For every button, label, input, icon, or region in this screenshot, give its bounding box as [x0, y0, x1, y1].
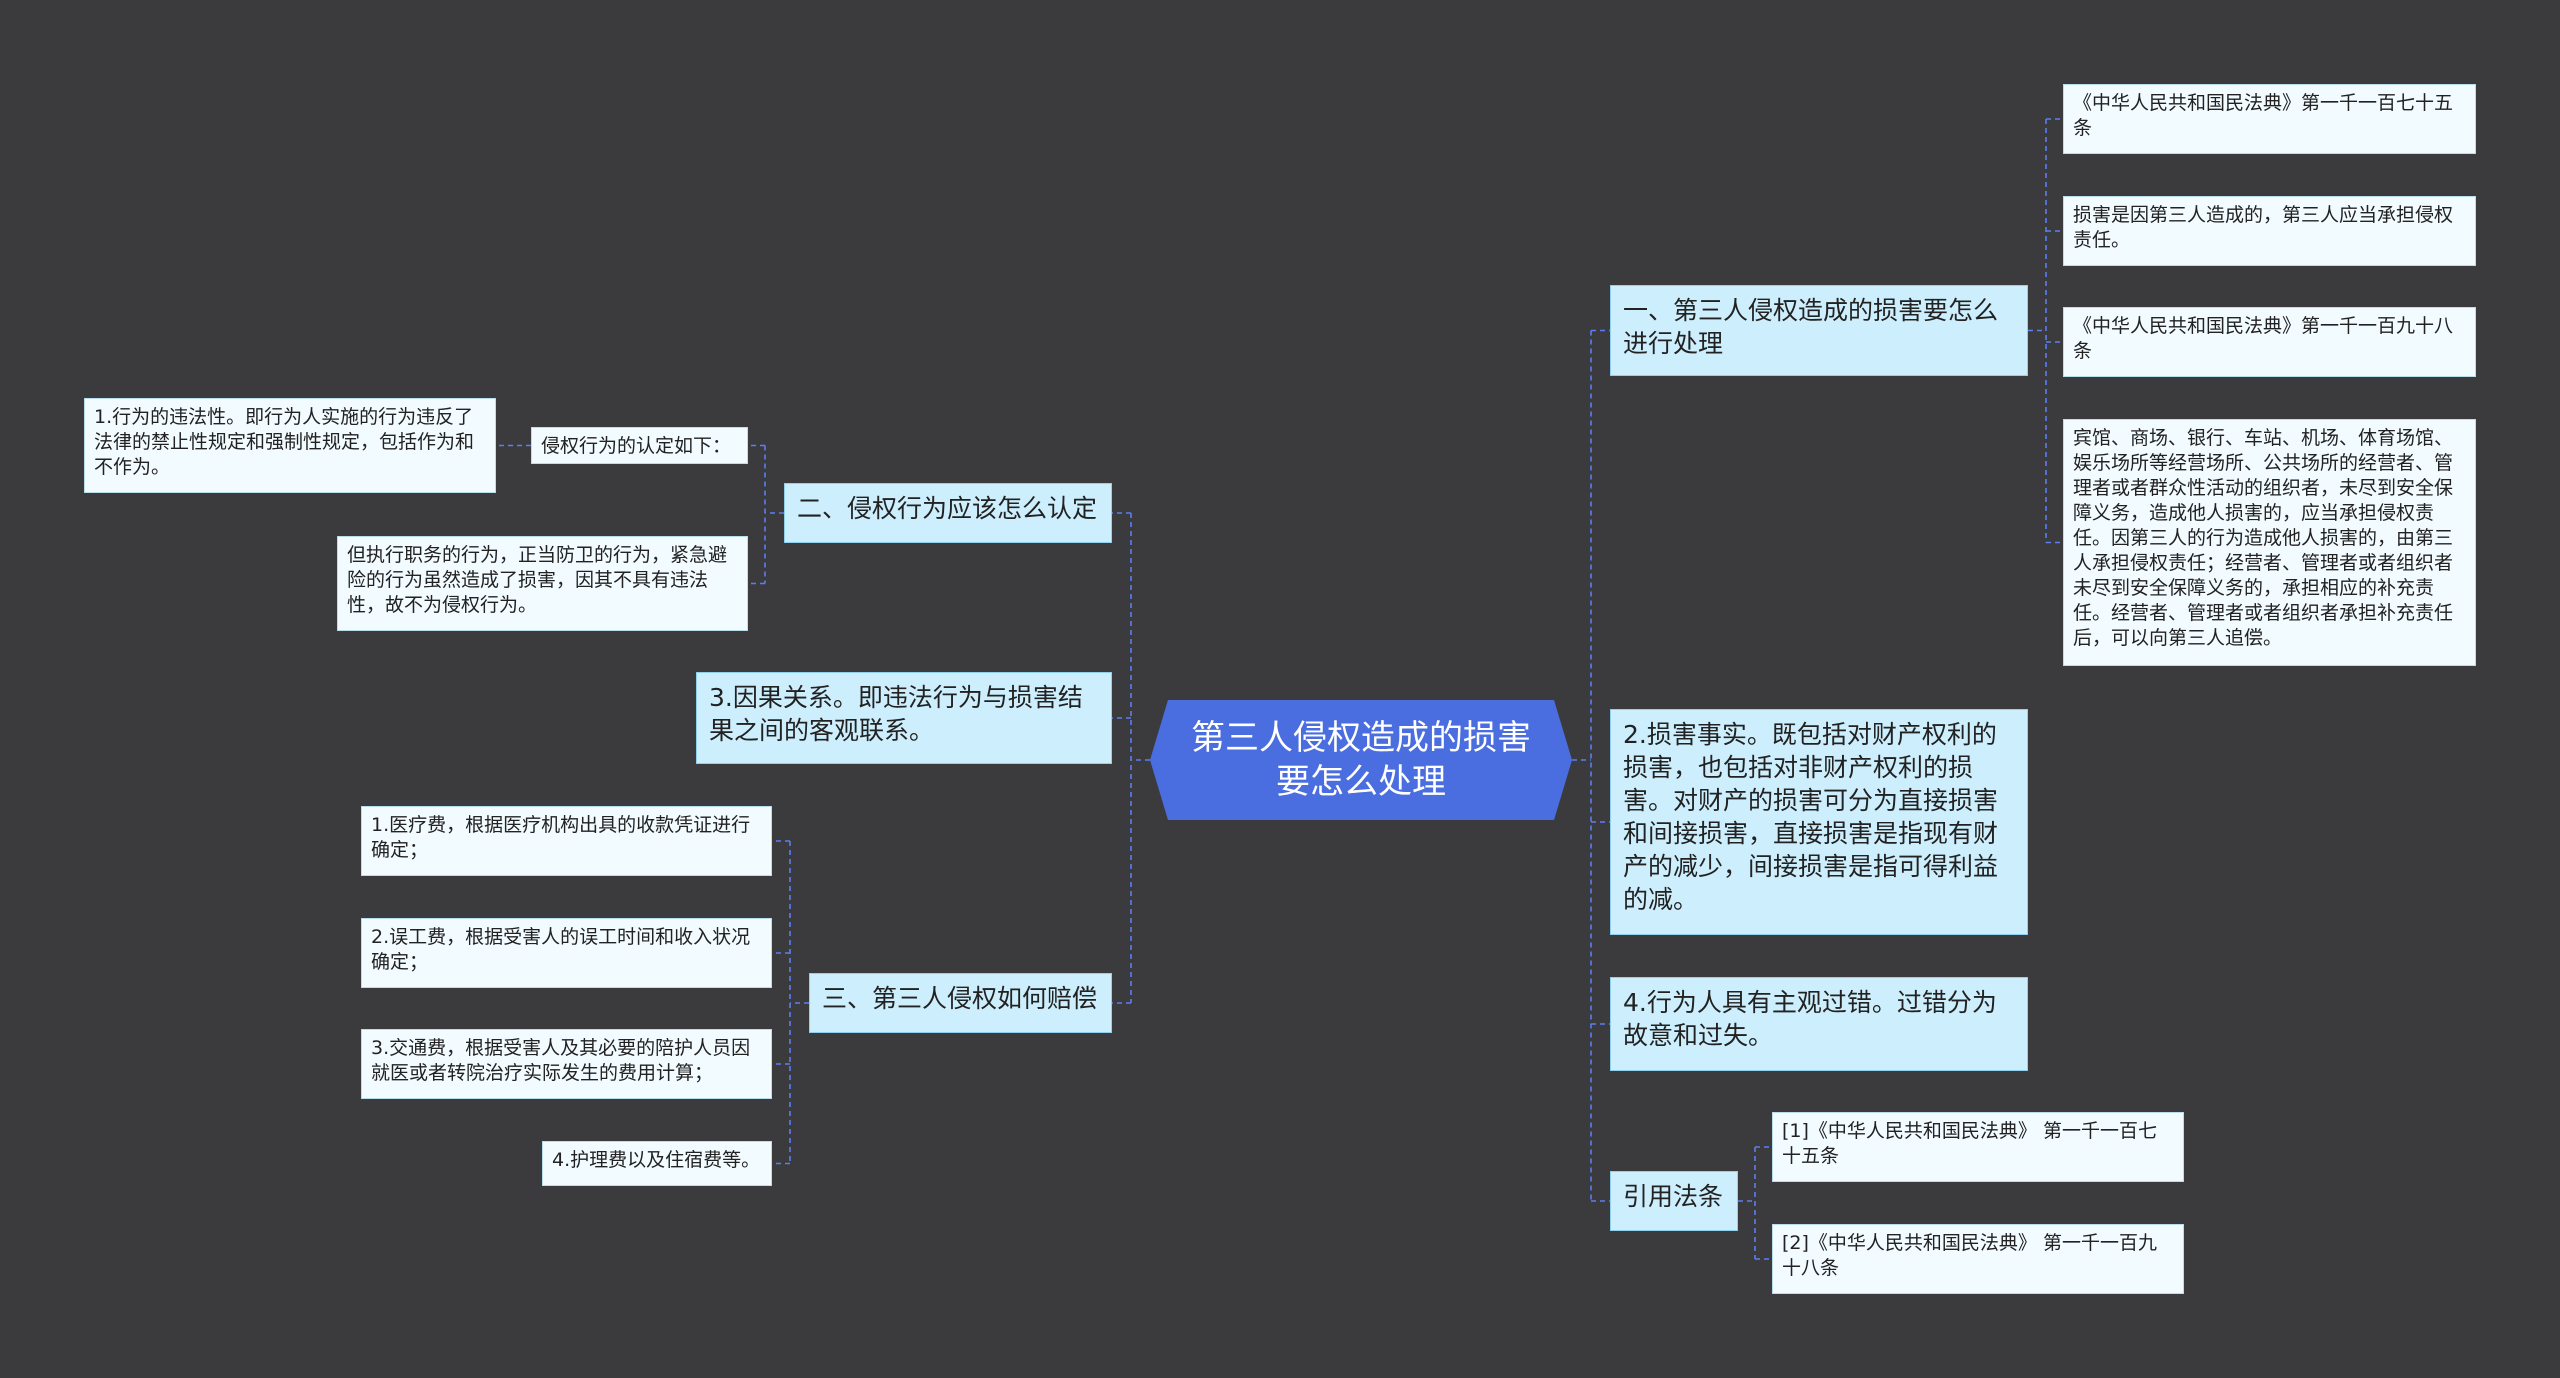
branch-compensation-label: 三、第三人侵权如何赔偿	[822, 984, 1098, 1013]
central-topic[interactable]: 第三人侵权造成的损害要怎么处理	[1150, 700, 1572, 820]
leaf-exceptions[interactable]: 但执行职务的行为，正当防卫的行为，紧急避险的行为虽然造成了损害，因其不具有违法性…	[337, 536, 748, 631]
leaf-lost-wages-text: 2.误工费，根据受害人的误工时间和收入状况确定；	[371, 926, 751, 973]
central-topic-title: 第三人侵权造成的损害要怎么处理	[1191, 718, 1531, 802]
leaf-article-1175-text: 《中华人民共和国民法典》第一千一百七十五条	[2073, 92, 2454, 139]
leaf-identification-intro-text: 侵权行为的认定如下：	[541, 435, 732, 457]
branch-damage-fact[interactable]: 2.损害事实。既包括对财产权利的损害，也包括对非财产权利的损害。对财产的损害可分…	[1610, 709, 2028, 935]
leaf-citation-2-text: [2]《中华人民共和国民法典》 第一千一百九十八条	[1782, 1232, 2157, 1279]
leaf-third-party-liability-text: 损害是因第三人造成的，第三人应当承担侵权责任。	[2073, 204, 2454, 251]
branch-identification-label: 二、侵权行为应该怎么认定	[797, 494, 1098, 523]
leaf-nursing-fee[interactable]: 4.护理费以及住宿费等。	[542, 1141, 772, 1186]
branch-subjective-fault-label: 4.行为人具有主观过错。过错分为故意和过失。	[1623, 988, 1997, 1050]
branch-cited-articles-label: 引用法条	[1623, 1182, 1724, 1211]
leaf-article-1175[interactable]: 《中华人民共和国民法典》第一千一百七十五条	[2063, 84, 2476, 154]
leaf-article-1198-text: 《中华人民共和国民法典》第一千一百九十八条	[2073, 315, 2454, 362]
branch-handling[interactable]: 一、第三人侵权造成的损害要怎么进行处理	[1610, 285, 2028, 376]
leaf-exceptions-text: 但执行职务的行为，正当防卫的行为，紧急避险的行为虽然造成了损害，因其不具有违法性…	[347, 544, 728, 616]
leaf-lost-wages[interactable]: 2.误工费，根据受害人的误工时间和收入状况确定；	[361, 918, 772, 988]
branch-damage-fact-label: 2.损害事实。既包括对财产权利的损害，也包括对非财产权利的损害。对财产的损害可分…	[1623, 720, 1999, 914]
leaf-article-1198[interactable]: 《中华人民共和国民法典》第一千一百九十八条	[2063, 307, 2476, 377]
leaf-illegality-text: 1.行为的违法性。即行为人实施的行为违反了法律的禁止性规定和强制性规定，包括作为…	[94, 406, 475, 478]
leaf-identification-intro[interactable]: 侵权行为的认定如下：	[531, 427, 748, 464]
leaf-citation-2[interactable]: [2]《中华人民共和国民法典》 第一千一百九十八条	[1772, 1224, 2184, 1294]
leaf-security-obligation[interactable]: 宾馆、商场、银行、车站、机场、体育场馆、娱乐场所等经营场所、公共场所的经营者、管…	[2063, 419, 2476, 666]
leaf-third-party-liability[interactable]: 损害是因第三人造成的，第三人应当承担侵权责任。	[2063, 196, 2476, 266]
leaf-transport-fee-text: 3.交通费，根据受害人及其必要的陪护人员因就医或者转院治疗实际发生的费用计算；	[371, 1037, 751, 1084]
branch-cited-articles[interactable]: 引用法条	[1610, 1171, 1738, 1231]
branch-handling-label: 一、第三人侵权造成的损害要怎么进行处理	[1623, 296, 1999, 358]
leaf-medical-fee[interactable]: 1.医疗费，根据医疗机构出具的收款凭证进行确定；	[361, 806, 772, 876]
leaf-security-obligation-text: 宾馆、商场、银行、车站、机场、体育场馆、娱乐场所等经营场所、公共场所的经营者、管…	[2073, 427, 2454, 649]
leaf-nursing-fee-text: 4.护理费以及住宿费等。	[552, 1149, 761, 1171]
branch-causation[interactable]: 3.因果关系。即违法行为与损害结果之间的客观联系。	[696, 672, 1112, 764]
branch-subjective-fault[interactable]: 4.行为人具有主观过错。过错分为故意和过失。	[1610, 977, 2028, 1071]
branch-identification[interactable]: 二、侵权行为应该怎么认定	[784, 483, 1112, 543]
leaf-medical-fee-text: 1.医疗费，根据医疗机构出具的收款凭证进行确定；	[371, 814, 751, 861]
branch-compensation[interactable]: 三、第三人侵权如何赔偿	[809, 973, 1112, 1033]
leaf-citation-1[interactable]: [1]《中华人民共和国民法典》 第一千一百七十五条	[1772, 1112, 2184, 1182]
leaf-illegality[interactable]: 1.行为的违法性。即行为人实施的行为违反了法律的禁止性规定和强制性规定，包括作为…	[84, 398, 496, 493]
leaf-transport-fee[interactable]: 3.交通费，根据受害人及其必要的陪护人员因就医或者转院治疗实际发生的费用计算；	[361, 1029, 772, 1099]
leaf-citation-1-text: [1]《中华人民共和国民法典》 第一千一百七十五条	[1782, 1120, 2157, 1167]
branch-causation-label: 3.因果关系。即违法行为与损害结果之间的客观联系。	[709, 683, 1083, 745]
